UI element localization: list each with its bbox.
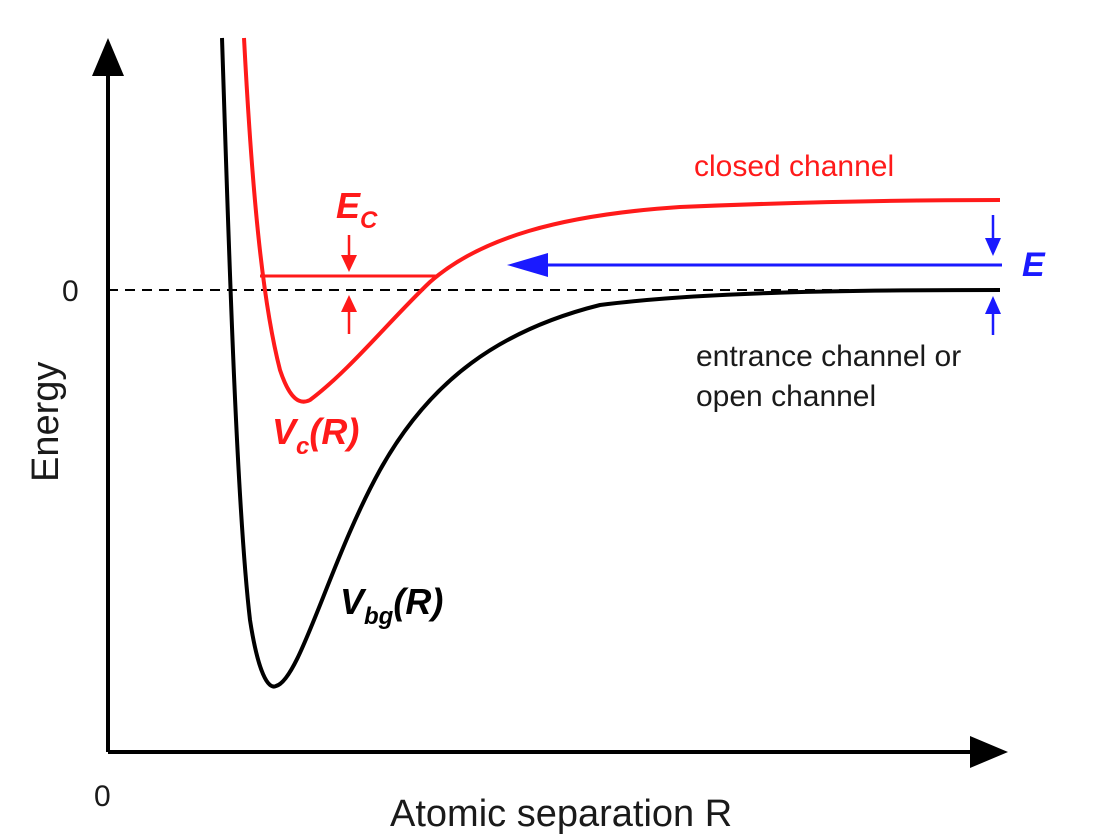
open-channel-label-line1: entrance channel or	[696, 340, 961, 373]
y-axis-title: Energy	[25, 362, 67, 482]
y-zero-label: 0	[62, 275, 79, 308]
e-horizontal-arrow-head	[507, 253, 548, 277]
x-zero-label: 0	[94, 780, 111, 813]
open-channel-label-line2: open channel	[696, 380, 876, 413]
ec-label: EC	[336, 185, 378, 234]
e-label: E	[1022, 246, 1046, 284]
y-axis-arrowhead	[92, 38, 124, 76]
x-axis-arrowhead	[970, 736, 1008, 768]
background-potential-curve	[220, 37, 1001, 689]
ec-arrow-down-head	[341, 255, 357, 272]
vbg-label: Vbg(R)	[340, 581, 443, 630]
closed-channel-label: closed channel	[694, 150, 894, 183]
e-arrow-up-head	[985, 296, 1001, 314]
ec-arrow-up-head	[341, 295, 357, 312]
x-axis-title: Atomic separation R	[390, 793, 732, 835]
vc-label: Vc(R)	[272, 411, 359, 460]
e-arrow-down-head	[985, 238, 1001, 256]
closed-potential-curve	[242, 37, 1001, 404]
